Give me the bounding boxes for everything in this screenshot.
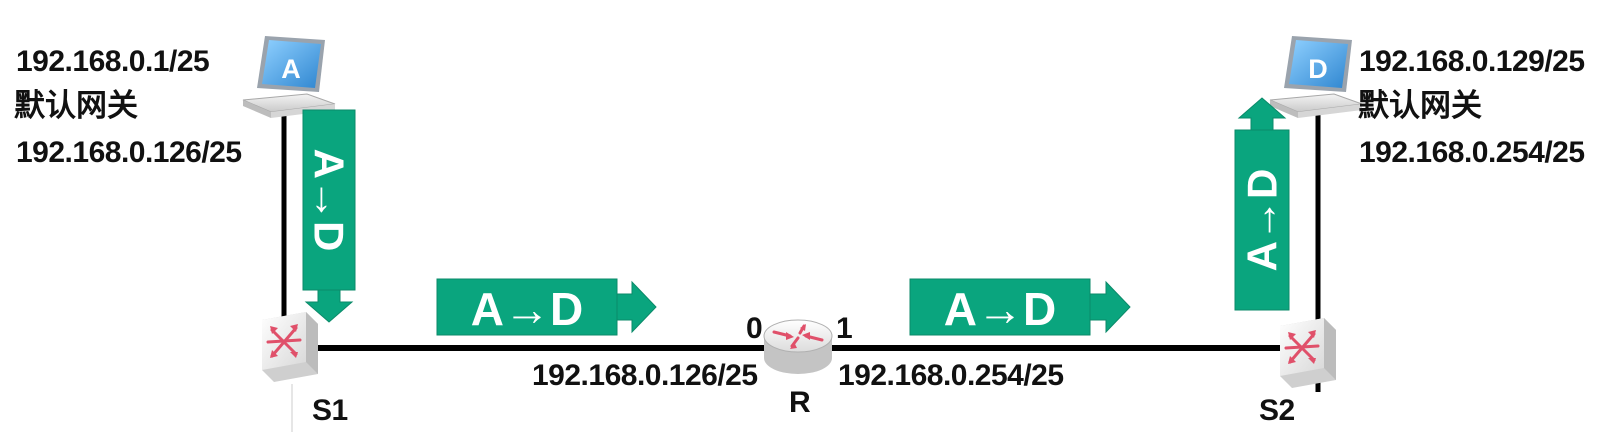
host-d-gateway-ip: 192.168.0.254/25: [1359, 136, 1585, 169]
router-r-icon[interactable]: [763, 319, 833, 374]
host-d-gateway-label: 默认网关: [1358, 88, 1482, 124]
router-port-0-number: 0: [746, 312, 763, 345]
router-port-1-number: 1: [836, 312, 853, 345]
packet-a-to-s1: A→D: [302, 109, 356, 323]
packet-r-to-s2-label: A→D: [944, 283, 1056, 335]
packet-s2-to-d-label: A→D: [1239, 169, 1286, 272]
switch-s1-icon[interactable]: [262, 312, 318, 382]
router-port-1-ip: 192.168.0.254/25: [838, 359, 1064, 392]
packet-r-to-s2: A→D: [909, 278, 1131, 336]
packet-s1-to-r-label: A→D: [471, 283, 583, 335]
packet-s2-to-d: A→D: [1234, 97, 1290, 311]
host-a-gateway-ip: 192.168.0.126/25: [16, 136, 242, 169]
switch-s2-label: S2: [1259, 394, 1295, 427]
router-label: R: [789, 386, 811, 419]
router-port-0-ip: 192.168.0.126/25: [532, 359, 758, 392]
laptop-d-letter: D: [1308, 54, 1328, 84]
host-d-ip: 192.168.0.129/25: [1359, 45, 1585, 78]
laptop-a-icon[interactable]: A: [242, 36, 336, 118]
packet-s1-to-r: A→D: [436, 278, 657, 336]
switch-s1-label: S1: [312, 394, 348, 427]
packet-a-to-s1-label: A→D: [306, 149, 353, 252]
links: [281, 108, 1321, 432]
host-a-ip: 192.168.0.1/25: [16, 45, 210, 78]
switch-s2-icon[interactable]: [1280, 318, 1336, 388]
laptop-a-letter: A: [281, 54, 301, 84]
host-a-gateway-label: 默认网关: [14, 88, 138, 124]
laptop-d-icon[interactable]: D: [1269, 36, 1363, 118]
